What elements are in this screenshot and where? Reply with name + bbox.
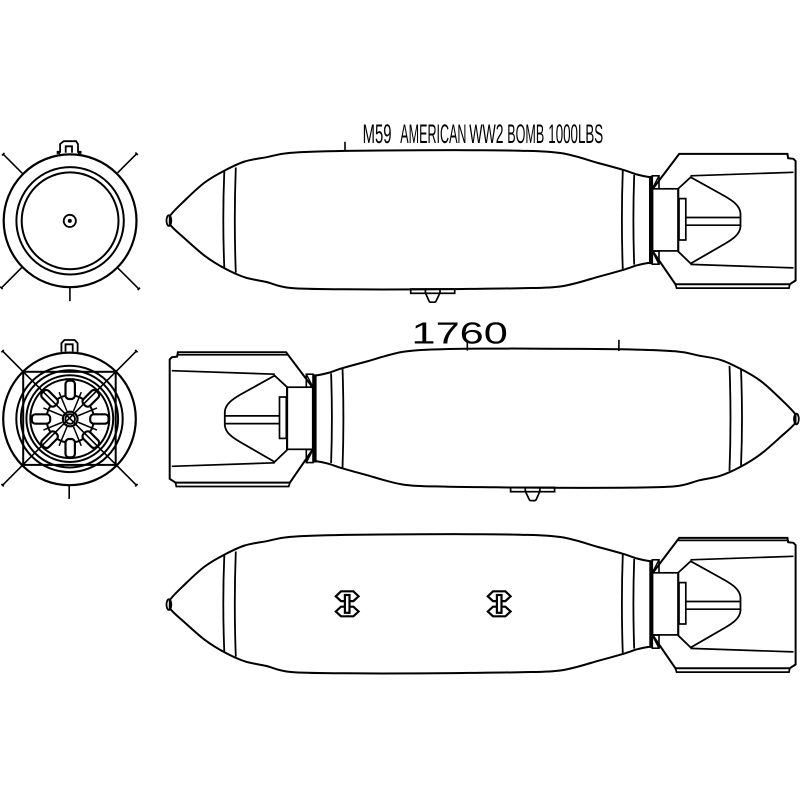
svg-text:1000LBS: 1000LBS — [548, 118, 603, 149]
svg-text:AMERICAN: AMERICAN — [400, 118, 466, 149]
svg-text:1760: 1760 — [412, 316, 508, 351]
svg-text:WW2: WW2 — [469, 118, 503, 149]
svg-text:BOMB: BOMB — [507, 118, 544, 149]
svg-text:M59: M59 — [363, 118, 392, 149]
